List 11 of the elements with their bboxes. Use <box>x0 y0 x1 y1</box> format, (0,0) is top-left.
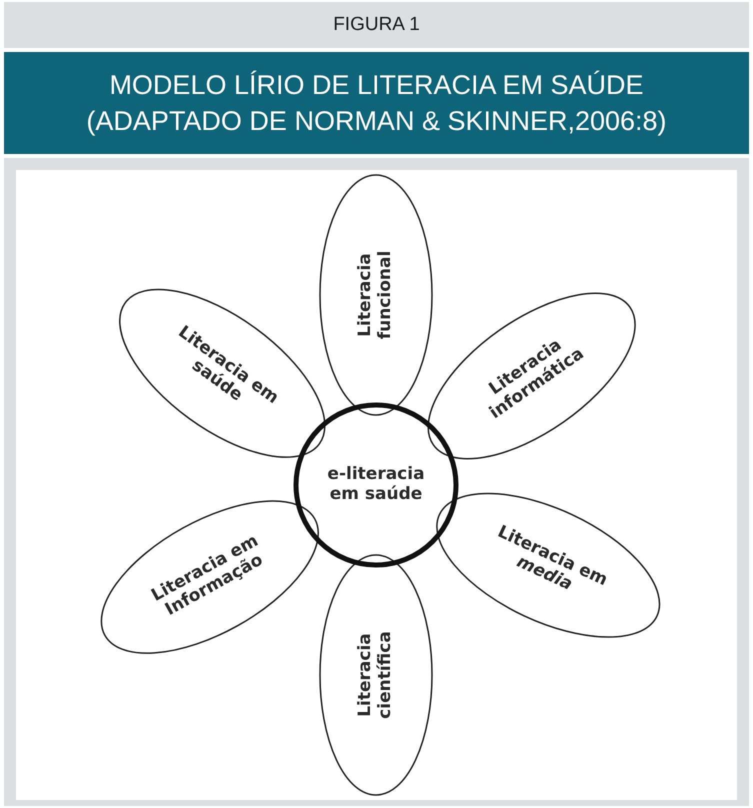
petal-label: Literacia científica <box>356 630 396 721</box>
petal-ellipse <box>436 492 660 638</box>
petal-ellipse <box>319 554 433 796</box>
petal-ellipse <box>428 292 636 460</box>
figure-number: FIGURA 1 <box>333 14 420 36</box>
center-circle <box>294 402 458 568</box>
petal-label: Literacia funcional <box>356 250 396 342</box>
petal-ellipse <box>119 288 326 458</box>
petal-ellipse <box>319 174 433 416</box>
petal-ellipse <box>100 500 319 654</box>
title: MODELO LÍRIO DE LITERACIA EM SAÚDE (ADAPTADO DE NORMAN & SKINNER,2006:8) <box>85 68 668 138</box>
